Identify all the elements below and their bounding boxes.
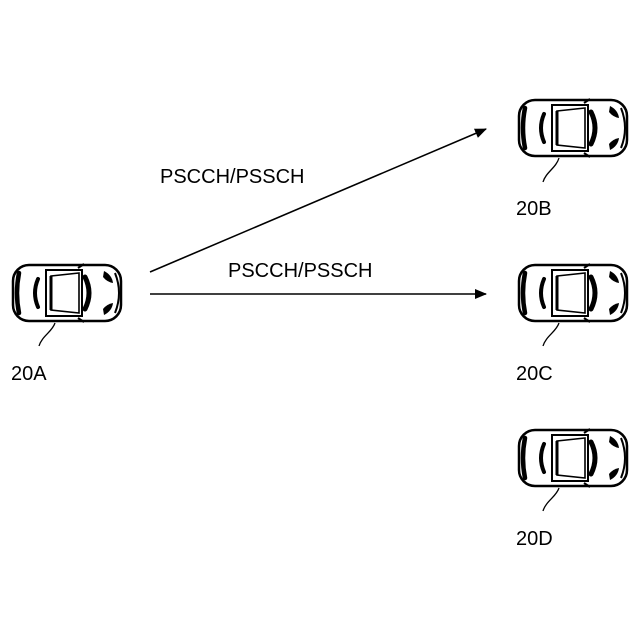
reference-leader-20c [543,323,559,346]
car-icon [519,264,627,322]
vehicle-20c: 20C [516,264,627,385]
vehicle-20b: 20B [516,99,627,220]
vehicle-label-20b: 20B [516,198,552,220]
car-icon [519,429,627,487]
reference-leader-20d [543,488,559,511]
reference-leader-20b [543,158,559,182]
car-icon [519,99,627,157]
vehicle-label-20c: 20C [516,363,553,385]
arrow-a-to-b [150,129,486,272]
edge-label-a-to-b: PSCCH/PSSCH [160,166,304,188]
vehicle-label-20d: 20D [516,528,553,550]
vehicle-label-20a: 20A [11,363,47,385]
vehicle-20a: 20A [11,264,121,385]
edge-label-a-to-c: PSCCH/PSSCH [228,260,372,282]
reference-leader-20a [39,323,55,346]
edge-a-to-c: PSCCH/PSSCH [150,260,486,294]
car-icon [13,264,121,322]
vehicle-20d: 20D [516,429,627,550]
edge-a-to-b: PSCCH/PSSCH [150,129,486,272]
